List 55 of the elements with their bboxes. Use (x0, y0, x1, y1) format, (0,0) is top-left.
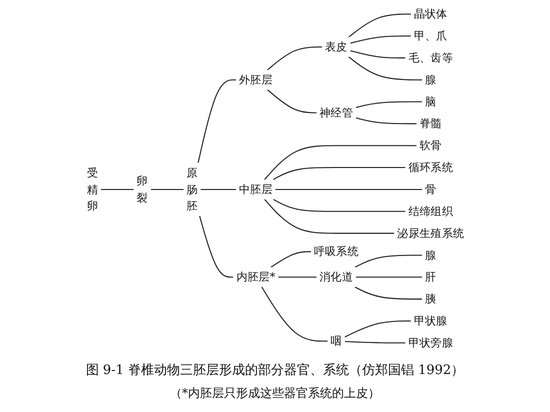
connector (264, 145, 416, 180)
node-text: 原肠胚 (186, 166, 198, 213)
connector (272, 198, 405, 212)
connector (354, 254, 422, 268)
connector (354, 286, 422, 300)
node-text: 内胚层* (236, 270, 275, 284)
connector (260, 286, 328, 342)
node-text: 表皮 (324, 40, 347, 54)
connector (272, 167, 405, 180)
node-text: 毛、齿等 (408, 51, 452, 64)
node-text: 结缔组织 (408, 204, 452, 218)
node-text: 软骨 (418, 138, 442, 152)
node-text: 腺 (424, 72, 436, 86)
footnote: （*内胚层只形成这些器官系统的上皮） (170, 385, 380, 402)
node-text: 晶状体 (413, 7, 447, 21)
connector (278, 276, 316, 278)
connector (197, 79, 236, 163)
node-text: 甲、爪 (413, 29, 447, 43)
connector (344, 320, 410, 338)
node-text: 脑 (424, 94, 436, 108)
node-text: 泌尿生殖系统 (396, 226, 464, 240)
node-text: 甲状旁腺 (408, 336, 452, 350)
caption: 图 9-1 脊椎动物三胚层形成的部分器官、系统（仿郑国锠 1992） (86, 362, 464, 379)
node-text: 腺 (424, 248, 436, 262)
connector (266, 46, 322, 70)
node-text: 消化道 (319, 270, 352, 284)
node-text: 咽 (330, 334, 342, 348)
node-text: 受精卵 (86, 166, 98, 213)
node-text: 神经管 (319, 106, 352, 120)
node-text: 脊髓 (418, 116, 442, 130)
node-text: 骨 (424, 182, 436, 196)
connector (200, 188, 236, 190)
connector (348, 14, 410, 38)
connector (264, 198, 394, 234)
connector (355, 276, 422, 278)
node-text: 呼吸系统 (313, 244, 358, 258)
node-text: 肝 (424, 270, 436, 284)
connector (344, 340, 405, 344)
node-text: 外胚层 (238, 72, 272, 86)
connector (350, 36, 410, 44)
connector (355, 101, 422, 108)
connector (270, 251, 310, 268)
node-text: 卵裂 (136, 174, 148, 204)
node-text: 循环系统 (408, 160, 452, 174)
connector (150, 188, 184, 190)
connector (100, 188, 134, 190)
node-text: 中胚层 (238, 182, 272, 196)
connector (355, 117, 416, 124)
connector (275, 188, 422, 190)
node-text: 甲状腺 (413, 314, 447, 328)
connector (266, 89, 316, 114)
node-text: 胰 (424, 292, 436, 306)
connector (198, 216, 233, 278)
connector (350, 50, 405, 58)
connector (348, 56, 422, 80)
